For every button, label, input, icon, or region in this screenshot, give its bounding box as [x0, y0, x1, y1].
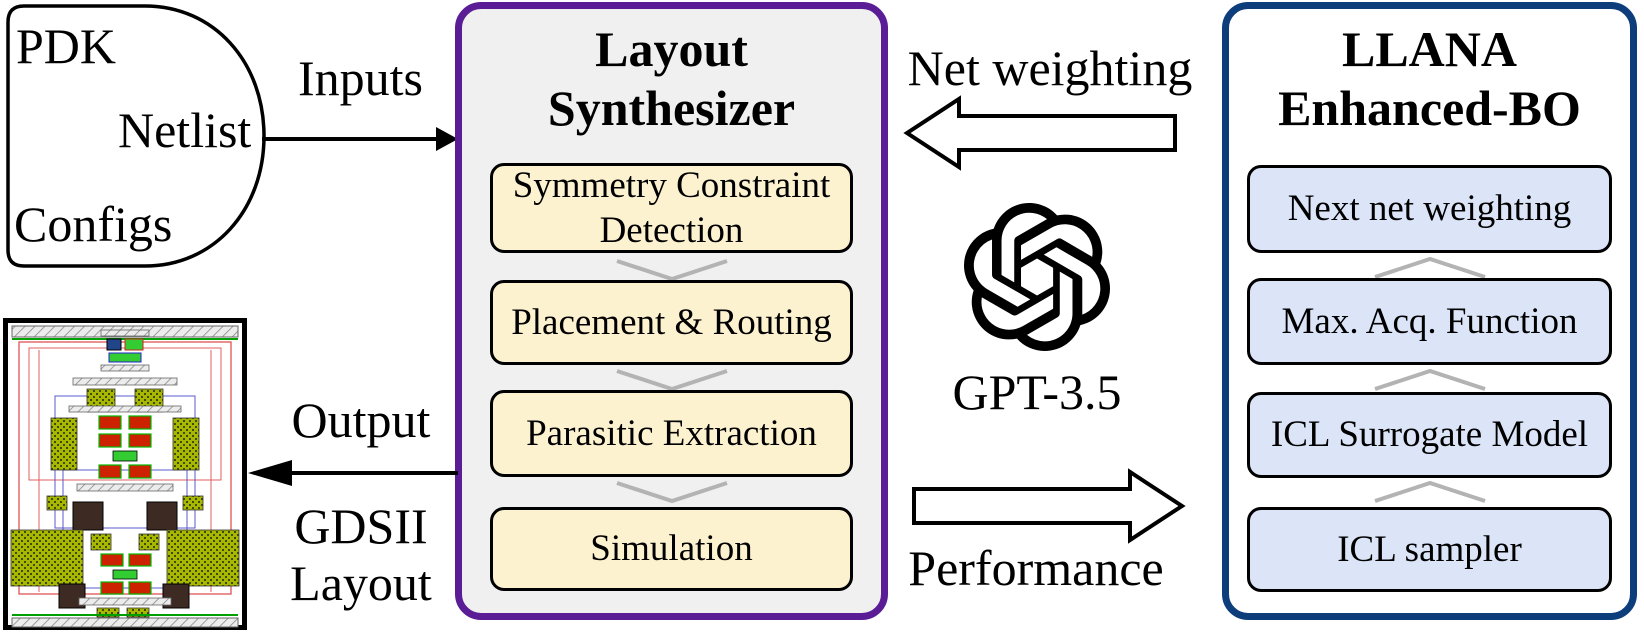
llana-title-line2: Enhanced-BO [1278, 80, 1581, 136]
layout-synthesizer-title: Layout Synthesizer [462, 20, 881, 138]
gdsii-label-line1: GDSII [294, 498, 428, 554]
net-weighting-label: Net weighting [907, 40, 1193, 96]
layout-synthesizer-title-line1: Layout [595, 21, 748, 77]
output-arrow [248, 460, 458, 486]
llana-panel: LLANA Enhanced-BO Next net weighting Max… [1222, 2, 1637, 620]
step-parasitic-extraction: Parasitic Extraction [490, 390, 853, 477]
openai-logo-icon [964, 203, 1110, 351]
gdsii-layout-thumbnail [3, 318, 247, 630]
inputs-shape [6, 4, 266, 268]
gpt-label: GPT-3.5 [952, 364, 1122, 420]
down-chevron-icon [615, 481, 728, 504]
net-weighting-arrow [903, 95, 1177, 171]
step-max-acq-function: Max. Acq. Function [1247, 278, 1612, 365]
configs-label: Configs [14, 196, 173, 252]
step-icl-sampler: ICL sampler [1247, 507, 1612, 592]
step-simulation: Simulation [490, 507, 853, 591]
gdsii-label-line2: Layout [290, 555, 432, 611]
layout-synthesizer-panel: Layout Synthesizer Symmetry Constraint D… [455, 2, 888, 620]
up-chevron-icon [1373, 480, 1486, 503]
step-next-net-weighting: Next net weighting [1247, 165, 1612, 253]
up-chevron-icon [1373, 368, 1486, 391]
llana-title: LLANA Enhanced-BO [1229, 20, 1630, 138]
netlist-label: Netlist [118, 102, 252, 158]
step-placement-routing: Placement & Routing [490, 280, 853, 365]
performance-label: Performance [908, 540, 1164, 596]
llana-title-line1: LLANA [1341, 21, 1518, 77]
down-chevron-icon [615, 369, 728, 392]
pdk-label: PDK [16, 18, 117, 74]
inputs-arrow [262, 127, 458, 151]
layout-synthesizer-title-line2: Synthesizer [547, 80, 796, 136]
step-symmetry-constraint-detection: Symmetry Constraint Detection [490, 163, 853, 253]
inputs-arrow-label: Inputs [298, 50, 423, 106]
down-chevron-icon [615, 259, 728, 282]
up-chevron-icon [1373, 256, 1486, 279]
performance-arrow [912, 468, 1186, 544]
step-icl-surrogate-model: ICL Surrogate Model [1247, 392, 1612, 478]
output-label: Output [291, 392, 431, 448]
